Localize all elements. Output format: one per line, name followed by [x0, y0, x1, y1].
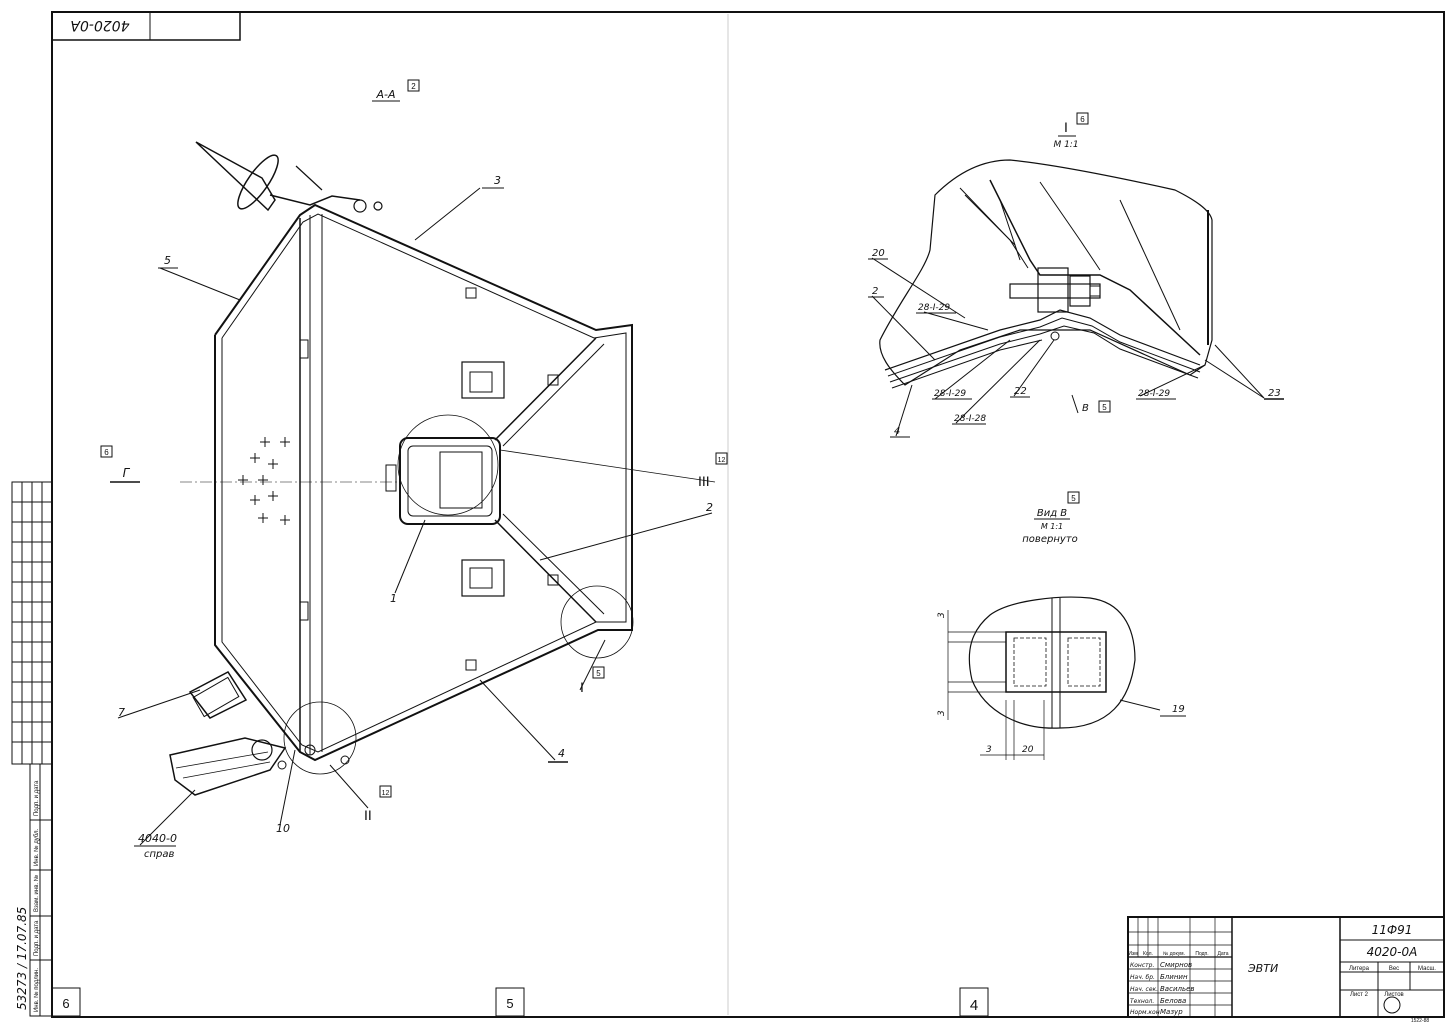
zone-4: 4	[970, 997, 978, 1014]
weld-mark-4: 28-I-29	[1138, 389, 1170, 399]
callout-4: 4	[558, 747, 565, 760]
detail-view-ref: 6	[1080, 115, 1085, 124]
tb-col-litera: Литера	[1349, 966, 1370, 972]
section-ref: 2	[411, 82, 416, 91]
tb-name-0: Смирнов	[1160, 961, 1192, 969]
tb-row-kol: Кол.	[1143, 951, 1153, 957]
detail-III-ref: 12	[718, 457, 726, 464]
zone-6: 6	[62, 996, 69, 1011]
title-block-text: 11Ф91 4020-0А ЭВТИ Литера Вес Масш. Лист…	[1128, 923, 1436, 1024]
callout-10: 10	[276, 822, 290, 835]
tb-role-3: Технол.	[1130, 998, 1154, 1005]
callout-7: 7	[118, 706, 125, 719]
tb-sheet: Лист 2	[1350, 992, 1369, 998]
detail-I-label: I	[580, 679, 584, 695]
callout-5: 5	[164, 254, 171, 267]
tb-row-doc: № докум.	[1163, 951, 1185, 957]
tb-name-3: Белова	[1160, 997, 1186, 1005]
tb-row-sign: Подп.	[1195, 951, 1208, 957]
section-title: A-A	[375, 88, 395, 101]
view-b-callout-19: 19	[1172, 704, 1185, 715]
detail-callout-4: 4	[894, 426, 900, 437]
detail-III-label: III	[698, 473, 710, 489]
tb-role-0: Констр.	[1130, 962, 1154, 969]
detail-I-drawing	[879, 159, 1213, 389]
tb-designation: 11Ф91	[1372, 923, 1413, 937]
tb-row-date: Дата	[1217, 951, 1228, 957]
callout-1: 1	[390, 592, 397, 605]
detail-I-ref: 5	[596, 669, 601, 678]
left-ref: 6	[104, 448, 109, 457]
view-b-scale: М 1:1	[1041, 522, 1063, 531]
callout-3: 3	[494, 174, 501, 187]
view-b-marker: В	[1082, 403, 1089, 414]
view-b-marker-ref: 5	[1102, 403, 1107, 412]
detail-II-ref: 12	[382, 790, 390, 797]
detail-view-scale: М 1:1	[1053, 140, 1078, 150]
dim-20: 20	[1022, 745, 1034, 755]
side-label-0: Инв. № подлин.	[33, 968, 40, 1012]
side-stamp-labels: Инв. № подлин. Подп. и дата Взам. инв. №…	[15, 780, 40, 1012]
tb-name: ЭВТИ	[1247, 962, 1278, 975]
view-b-note: повернуто	[1022, 534, 1077, 545]
view-b-drawing	[947, 596, 1161, 760]
side-label-1: Подп. и дата	[34, 920, 40, 956]
tb-role-1: Нач. бр.	[1130, 974, 1155, 981]
callout-2: 2	[706, 501, 713, 514]
detail-callout-20: 20	[872, 248, 885, 259]
callout-4040: 4040-0	[138, 832, 177, 845]
view-g-label: Г	[123, 466, 131, 480]
tb-role-2: Нач. сек.	[1130, 986, 1158, 993]
top-left-stamp: 4020-0A	[51, 11, 241, 41]
detail-leaders	[871, 257, 1265, 437]
tb-name-1: Блинин	[1160, 973, 1188, 981]
detail-II-label: II	[364, 807, 372, 823]
weld-mark-3: 28-I-28	[954, 414, 986, 424]
main-callouts: 3 5 1 2 4 7 10 4040-0 справ III 12 I 5 I…	[118, 174, 728, 860]
tb-col-mass: Вес	[1389, 966, 1399, 972]
zone-boxes: 6 5 4	[51, 987, 989, 1017]
stamp-doc-number: 4020-0A	[70, 17, 129, 33]
side-label-3: Инв. № дубл.	[33, 829, 40, 866]
tb-sheets: Листов	[1384, 992, 1404, 998]
tb-role-4: Норм.кон	[1130, 1009, 1160, 1016]
fastener-crosses	[238, 437, 290, 525]
dim-3-top: 3	[937, 612, 947, 618]
tb-name-2: Васильев	[1160, 985, 1195, 993]
main-structure	[169, 141, 716, 796]
side-label-4: Подп. и дата	[34, 780, 40, 816]
detail-callouts: 20 2 28-I-29 28-I-29 28-I-28 22 28-I-29 …	[868, 248, 1284, 438]
detail-view-title: I	[1064, 119, 1068, 135]
detail-callout-23: 23	[1268, 388, 1281, 399]
tb-col-scale: Масш.	[1418, 966, 1436, 972]
view-b-dims: 3 3 3 20 19	[937, 612, 1186, 755]
tb-format: 1522-88	[1411, 1018, 1430, 1024]
view-b-title: Вид В	[1037, 508, 1067, 519]
tb-row-izm: Изм	[1128, 951, 1138, 957]
side-label-2: Взам. инв. №	[33, 875, 40, 912]
tb-doc-number: 4020-0А	[1367, 945, 1418, 959]
weld-mark-1: 28-I-29	[918, 303, 950, 313]
dim-3-bottom: 3	[937, 710, 947, 716]
tb-name-4: Мазур	[1160, 1008, 1183, 1016]
side-handwritten: 53273 / 17.07.85	[15, 907, 29, 1010]
weld-mark-2: 28-I-29	[934, 389, 966, 399]
callout-4040-sub: справ	[144, 849, 175, 860]
main-leaders	[117, 187, 713, 846]
side-stamp	[11, 481, 53, 1017]
zone-5: 5	[506, 996, 513, 1011]
view-b-ref: 5	[1071, 494, 1076, 503]
detail-callout-2: 2	[872, 286, 878, 297]
dim-3-left: 3	[986, 745, 992, 755]
title-block	[1127, 916, 1445, 1018]
detail-callout-22: 22	[1014, 386, 1027, 397]
